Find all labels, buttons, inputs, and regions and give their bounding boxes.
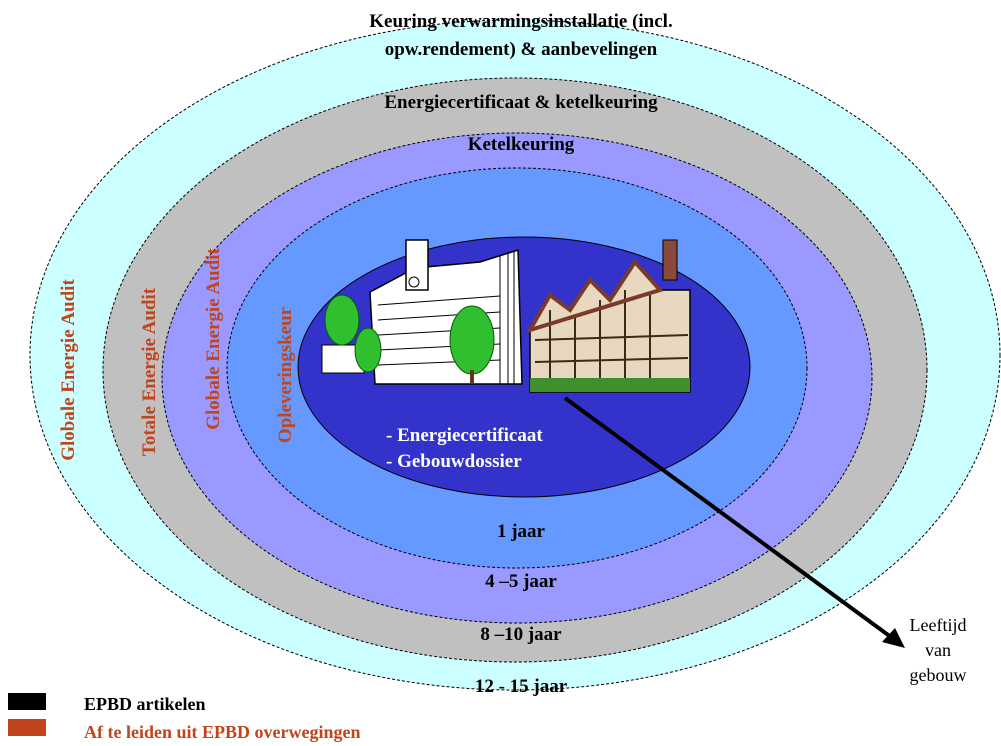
outer-ring-title-line2: opw.rendement) & aanbevelingen — [385, 39, 658, 60]
third-ring-side-label: Globale Energie Audit — [203, 248, 224, 430]
outer-ring-side-label: Globale Energie Audit — [58, 279, 79, 461]
arrow-label-line1: Leeftijd — [910, 615, 967, 635]
core-item-energiecertificaat: - Energiecertificaat — [386, 425, 543, 446]
fourth-ring-side-label: Opleveringskeur — [275, 306, 296, 443]
period-12-15-jaar: 12 - 15 jaar — [475, 676, 568, 697]
legend-label-derived: Af te leiden uit EPBD overwegingen — [84, 722, 360, 742]
core-item-gebouwdossier: - Gebouwdossier — [386, 451, 522, 472]
period-4-5-jaar: 4 –5 jaar — [485, 571, 557, 592]
arrow-label-line2: van — [925, 640, 951, 660]
legend-swatch-derived — [8, 719, 46, 736]
second-ring-side-label: Totale Energie Audit — [139, 287, 160, 456]
age-arrow — [563, 396, 905, 648]
buildings-illustration — [321, 239, 691, 393]
arrow-label-line3: gebouw — [910, 665, 967, 685]
period-8-10-jaar: 8 –10 jaar — [480, 624, 562, 645]
legend-label-epbd: EPBD artikelen — [84, 694, 206, 714]
second-ring-title: Energiecertificaat & ketelkeuring — [384, 92, 658, 113]
period-1-jaar: 1 jaar — [497, 521, 546, 542]
outer-ring-title-line1: Keuring verwarmingsinstallatie (incl. — [369, 11, 672, 32]
legend-swatch-epbd — [8, 693, 46, 710]
third-ring-title: Ketelkeuring — [468, 134, 575, 155]
